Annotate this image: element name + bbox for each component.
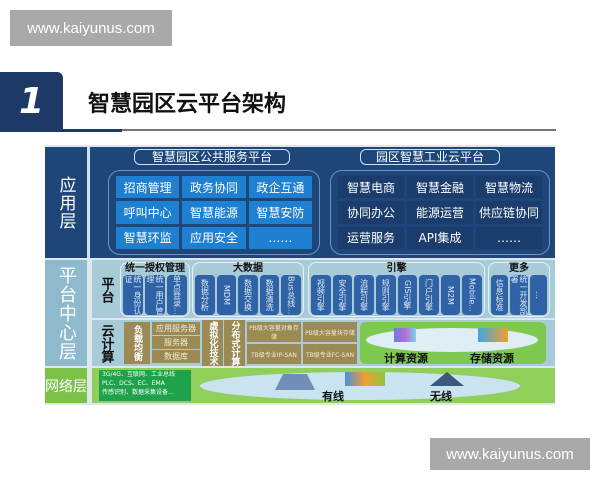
app-item: 政企互通: [248, 176, 312, 199]
title-divider-accent: [0, 129, 122, 132]
app-item: 智慧安防: [248, 201, 312, 224]
load-balance: 负载均衡: [124, 322, 150, 364]
platform-label: 平台: [98, 276, 114, 303]
page-title: 智慧园区云平台架构: [88, 92, 287, 117]
platform-item: 流程引擎: [354, 275, 374, 315]
platform-item: …: [529, 275, 547, 315]
platform-item: 规则引擎: [375, 275, 396, 315]
network-line: 传感识别、数据采集设备...: [99, 388, 191, 397]
server-icon: [394, 328, 416, 342]
watermark-top: www.kaiyunus.com: [10, 10, 172, 46]
switch-icon: [345, 372, 385, 386]
platform-item: 统一用户管理: [145, 275, 165, 315]
platform-item: 单点登录...: [167, 275, 187, 315]
public-platform-group: 招商管理政务协同政企互通呼叫中心智慧能源智慧安防智慧环监应用安全……: [108, 170, 320, 255]
app-item: 智慧环监: [116, 226, 180, 249]
platform-item: Mobile...: [462, 275, 482, 315]
network-layer-label: 网络层: [45, 368, 90, 403]
application-layer-label: 应用层: [45, 147, 90, 258]
compute-resources-label: 计算资源: [384, 352, 428, 365]
app-item: 呼叫中心: [116, 201, 180, 224]
section-number: 1: [0, 72, 63, 130]
app-item: 应用安全: [182, 226, 246, 249]
platform-item: Bus总线...: [281, 275, 301, 315]
platform-group: 统一授权管理统一身份认证统一用户管理单点登录...: [120, 262, 190, 317]
platform-item: 门户引擎: [419, 275, 439, 315]
platform-item: 视频引擎: [311, 275, 331, 315]
virtualization: 虚拟化技术: [202, 320, 223, 366]
platform-item: 统一身份认证: [123, 275, 143, 315]
app-item: 智慧能源: [182, 201, 246, 224]
platform-group-title: 大数据: [233, 263, 263, 274]
platform-item: 数据清洗: [259, 275, 280, 315]
platform-item: 信息标准: [491, 275, 509, 315]
platform-item: MDM: [216, 275, 237, 315]
platform-item: M2M: [440, 275, 461, 315]
server-item: 应用服务器: [152, 322, 200, 335]
app-item: API集成: [407, 226, 473, 249]
public-platform-title: 智慧园区公共服务平台: [134, 149, 290, 165]
platform-item: 数据交换: [238, 275, 258, 315]
wireless-label: 无线: [430, 390, 452, 403]
network-line: 3G/4G、互联网、工业总线: [99, 370, 191, 379]
app-item: 供应链协同: [476, 201, 542, 224]
network-line: PLC、DCS、EC、EMA: [99, 379, 191, 388]
app-item: 招商管理: [116, 176, 180, 199]
platform-group-title: 更多: [509, 263, 529, 274]
platform-item: GIS引擎: [397, 275, 418, 315]
storage-resources-label: 存储资源: [470, 352, 514, 365]
network-protocols: 3G/4G、互联网、工业总线 PLC、DCS、EC、EMA 传感识别、数据采集设…: [99, 370, 191, 401]
server-item: 服务器: [152, 336, 200, 349]
platform-group-title: 统一授权管理: [125, 263, 185, 274]
industrial-cloud-title: 园区智慧工业云平台: [360, 149, 500, 165]
platform-item: 数据分析: [195, 275, 215, 315]
app-item: 政务协同: [182, 176, 246, 199]
resource-panel: 计算资源 存储资源: [360, 322, 546, 365]
cloud-label: 云计算: [98, 323, 114, 363]
router-icon: [275, 374, 315, 390]
storage-option: TB级专业FC-SAN: [303, 344, 357, 364]
database-icon: [478, 328, 508, 342]
cloud-icon: [366, 328, 538, 352]
app-item: 智慧电商: [338, 176, 404, 199]
platform-group: 更多信息标准统一开发部署…: [488, 262, 550, 317]
wired-label: 有线: [322, 390, 344, 403]
platform-group-title: 引擎: [386, 263, 407, 274]
storage-option: PB级大容量对象存储: [247, 322, 301, 342]
platform-item: 统一开发部署: [510, 275, 528, 315]
platform-item: 安全引擎: [332, 275, 353, 315]
distributed-computing: 分布式计算: [224, 320, 245, 366]
app-item: 协同办公: [338, 201, 404, 224]
watermark-bottom: www.kaiyunus.com: [430, 438, 590, 470]
storage-option: PB级大容量块存储: [303, 322, 357, 342]
app-item: ……: [248, 226, 312, 249]
app-item: ……: [476, 226, 542, 249]
title-divider: [63, 129, 556, 131]
server-item: 数据库: [152, 350, 200, 363]
app-item: 运营服务: [338, 226, 404, 249]
platform-layer-label: 平台中心层: [45, 260, 90, 366]
app-item: 智慧金融: [407, 176, 473, 199]
app-item: 智慧物流: [476, 176, 542, 199]
app-item: 能源运营: [407, 201, 473, 224]
storage-option: TB级专业IP-SAN: [247, 344, 301, 364]
